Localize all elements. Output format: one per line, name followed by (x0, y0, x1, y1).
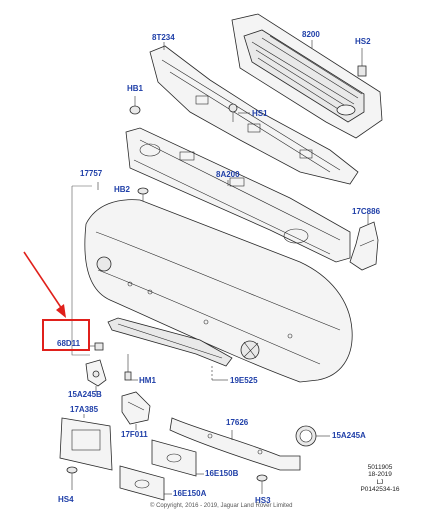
callout-19E525: 19E525 (230, 376, 258, 385)
bumper-17757 (84, 199, 353, 383)
callout-8A200: 8A200 (216, 170, 240, 179)
bracket-15A245B (85, 359, 107, 387)
copyright-text: © Copyright, 2016 - 2019, Jaguar Land Ro… (150, 503, 293, 509)
reference-line-2: 18-2019 (368, 471, 392, 479)
callout-HS4: HS4 (58, 495, 74, 504)
callout-16E150B: 16E150B (205, 469, 239, 478)
red-arrow-head (56, 304, 66, 318)
beam-8A200 (125, 127, 351, 263)
callout-HM1: HM1 (139, 376, 156, 385)
callout-HS2: HS2 (355, 37, 371, 46)
red-arrow (23, 251, 65, 313)
bracket-17F011 (121, 391, 151, 425)
callout-HS1: HS1 (252, 109, 268, 118)
callout-17757: 17757 (80, 169, 103, 178)
callout-15A245B: 15A245B (68, 390, 102, 399)
callout-HB2: HB2 (114, 185, 131, 194)
callout-HB1: HB1 (127, 84, 144, 93)
callout-17F011: 17F011 (121, 430, 148, 439)
clip-68D11 (90, 342, 104, 351)
trim-16E150B (151, 439, 204, 477)
lower-trim-17626 (169, 417, 301, 471)
reference-line-1: 5011905 (367, 464, 393, 471)
reference-line-4: P0142534-16 (360, 486, 400, 494)
plate-bracket-17A385 (59, 417, 113, 471)
callout-16E150A: 16E150A (173, 489, 207, 498)
screw-HS2 (357, 48, 367, 77)
reference-line-3: LJ (376, 478, 384, 486)
ring-15A245A (295, 425, 330, 447)
highlight-box-68D11 (42, 319, 90, 351)
grille-8200 (231, 13, 383, 139)
callout-17626: 17626 (226, 418, 249, 427)
lower-grille-19E525 (107, 317, 233, 381)
callout-HS3: HS3 (255, 496, 271, 505)
screw-HS1 (228, 103, 250, 122)
callout-17C886: 17C886 (352, 207, 381, 216)
screw-HS4 (66, 466, 78, 490)
callout-17A385: 17A385 (70, 405, 99, 414)
callout-68D11: 68D11 (57, 339, 81, 348)
trim-16E150A (119, 465, 172, 501)
callout-8T234: 8T234 (152, 33, 175, 42)
reference-block: 5011905 18-2019 LJ P0142534-16 (350, 464, 410, 494)
bolt-HB1 (129, 96, 141, 115)
screw-HS3 (256, 474, 268, 494)
rivet-HM1 (124, 354, 138, 381)
bracket-17C886 (349, 221, 379, 271)
group-bracket-17757 (71, 186, 90, 356)
bracket-8T234 (149, 45, 359, 185)
callout-8200: 8200 (302, 30, 320, 39)
callout-15A245A: 15A245A (332, 431, 366, 440)
